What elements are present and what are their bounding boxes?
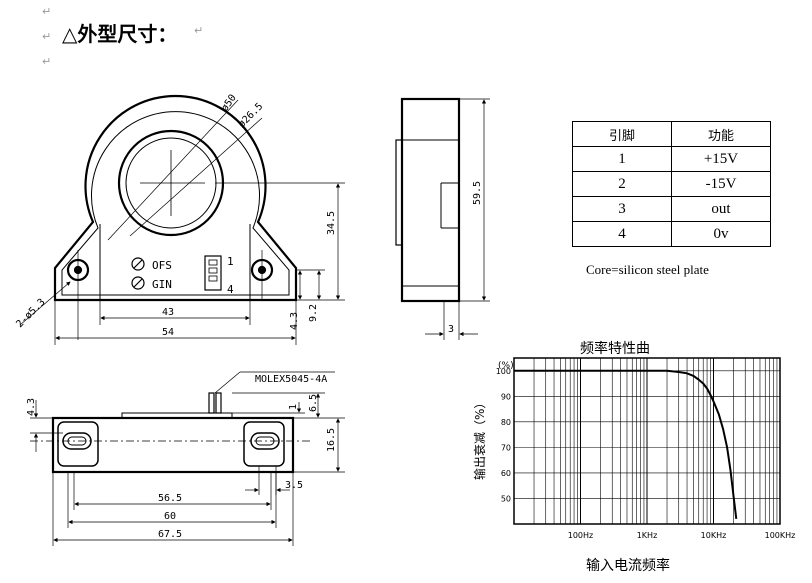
dim-4-3-front: 4.3 [289,312,300,330]
table-cell: 4 [572,221,672,247]
dim-16-5: 16.5 [326,428,337,452]
x-tick-label: 10KHz [701,531,727,540]
x-tick-label: 100KHz [765,531,796,540]
dim-60: 60 [164,511,176,522]
dim-34-5: 34.5 [326,211,337,235]
table-cell: 2 [572,171,672,197]
x-tick-label: 100Hz [568,531,593,540]
dim-inner-diameter: ø26.5 [236,101,265,130]
ofs-label: OFS [152,259,172,272]
frequency-chart: 频率特性曲 (%) 输出衰减（%） 输入电流频率 100 90 80 70 60 50 10… [472,340,795,574]
dim-3-side: 3 [448,324,454,335]
chart-x-label: 输入电流频率 [586,557,670,574]
chart-title: 频率特性曲 [580,340,650,357]
table-header-function: 功能 [671,121,771,147]
dim-hole-label: 2-ø5.3 [14,297,47,330]
pin-1-label: 1 [227,255,234,268]
table-cell: out [671,196,771,222]
dim-6-5: 6.5 [308,394,319,412]
side-view [395,97,490,340]
y-tick-label: 60 [501,469,511,478]
plot-frame [513,357,781,525]
table-header-pin: 引脚 [572,121,672,147]
page-title: △外型尺寸： [62,22,178,46]
table-row: 1 +15V [572,146,771,172]
paragraph-mark: ↵ [194,24,204,37]
paragraph-mark: ↵ [42,5,52,18]
table-row: 2 -15V [572,171,771,197]
y-tick-label: 50 [501,494,511,503]
dim-56-5: 56.5 [158,493,182,504]
connector-label: MOLEX5045-4A [255,374,327,385]
table-cell: 1 [572,146,672,172]
front-view [53,94,298,340]
paragraph-mark: ↵ [42,30,52,43]
gin-label: GIN [152,278,172,291]
pin-function-table: 引脚 功能 1 +15V 2 -15V 3 out 4 0v [572,121,771,247]
x-tick-label: 1KHz [637,531,658,540]
y-tick-label: 80 [501,418,511,427]
pin-4-label: 4 [227,283,234,296]
table-cell: 0v [671,221,771,247]
chart-y-unit: (%) [498,361,514,371]
dim-outer-diameter: ø50 [219,93,238,114]
paragraph-mark: ↵ [42,55,52,68]
core-note: Core=silicon steel plate [586,262,709,277]
table-row: 4 0v [572,221,771,247]
table-cell: 3 [572,196,672,222]
table-cell: +15V [671,146,771,172]
dim-9-2: 9.2 [308,304,319,322]
y-tick-label: 70 [501,443,511,452]
y-tick-label: 90 [501,392,511,401]
table-row: 3 out [572,196,771,222]
chart-y-label: 输出衰减（%） [472,397,487,480]
bottom-view [30,371,345,546]
series-line [514,369,738,520]
dim-67-5: 67.5 [158,529,182,540]
dim-4-3-bottom: 4.3 [26,398,37,416]
table-cell: -15V [671,171,771,197]
dim-1: 1 [288,404,299,410]
dim-3-5: 3.5 [285,480,303,491]
dim-59-5: 59.5 [472,181,483,205]
dim-54: 54 [162,327,174,338]
y-tick-label: 100 [496,367,511,376]
dim-43: 43 [162,307,174,318]
